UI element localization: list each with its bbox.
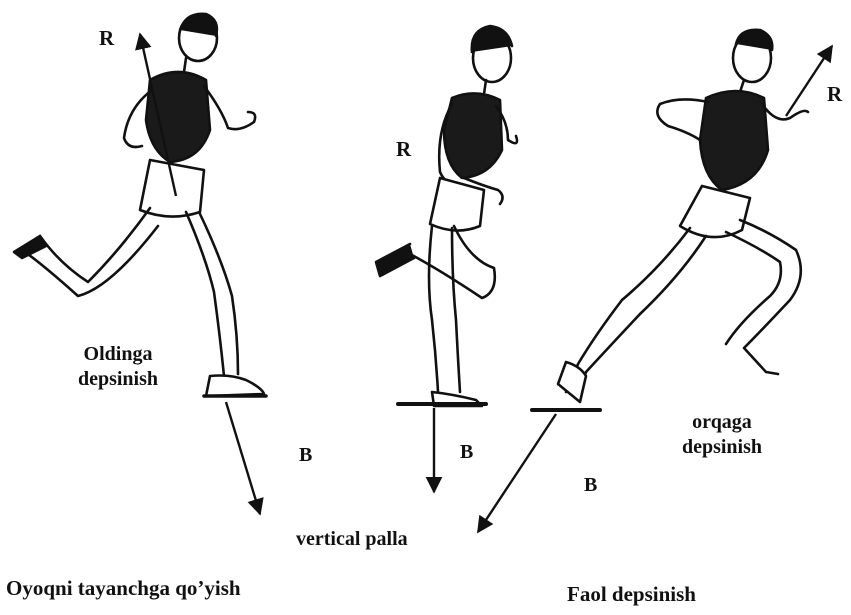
force-arrow-b3 — [478, 414, 556, 532]
force-label-r3: R — [827, 82, 842, 107]
phase-label-backward-line2: depsinish — [660, 435, 784, 460]
runner-1-figure — [14, 14, 266, 396]
force-label-b1: B — [299, 444, 312, 467]
force-label-r1: R — [99, 26, 114, 51]
vertical-phase-label: vertical palla — [296, 527, 408, 552]
phase-label-backward: orqaga depsinish — [660, 410, 784, 460]
force-label-r2: R — [396, 137, 411, 162]
force-arrow-r3 — [786, 46, 832, 116]
force-label-b2: B — [460, 441, 473, 464]
force-label-b3: B — [584, 474, 597, 497]
phase-label-forward-line2: depsinish — [58, 367, 178, 392]
caption-left: Oyoqni tayanchga qo’yish — [6, 576, 241, 601]
phase-label-forward-line1: Oldinga — [58, 342, 178, 367]
phase-label-backward-line1: orqaga — [660, 410, 784, 435]
caption-right: Faol depsinish — [567, 582, 696, 607]
force-arrow-b1 — [226, 402, 260, 514]
runner-3-figure — [532, 30, 808, 410]
runner-2-figure — [376, 26, 517, 406]
phase-label-forward: Oldinga depsinish — [58, 342, 178, 392]
